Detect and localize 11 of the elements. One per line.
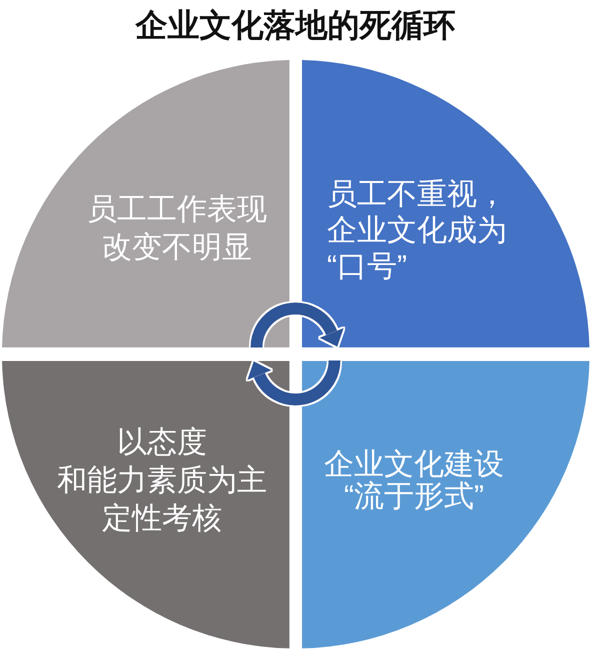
segment-text: 企业文化建设“流于形式” (324, 449, 504, 513)
quadrant-segment (302, 60, 590, 348)
title: 企业文化落地的死循环 (136, 6, 456, 45)
segment-text: 员工工作表现改变不明显 (86, 192, 267, 266)
quadrant-segment (302, 360, 590, 648)
quadrant-segment (2, 360, 289, 648)
quadrant-segment (2, 60, 289, 348)
curved-arrow (248, 360, 340, 406)
curved-arrow (250, 302, 344, 348)
segment-text: 员工不重视，企业文化成为“口号” (327, 176, 507, 285)
segment-text: 以态度和能力素质为主定性考核 (56, 425, 267, 537)
